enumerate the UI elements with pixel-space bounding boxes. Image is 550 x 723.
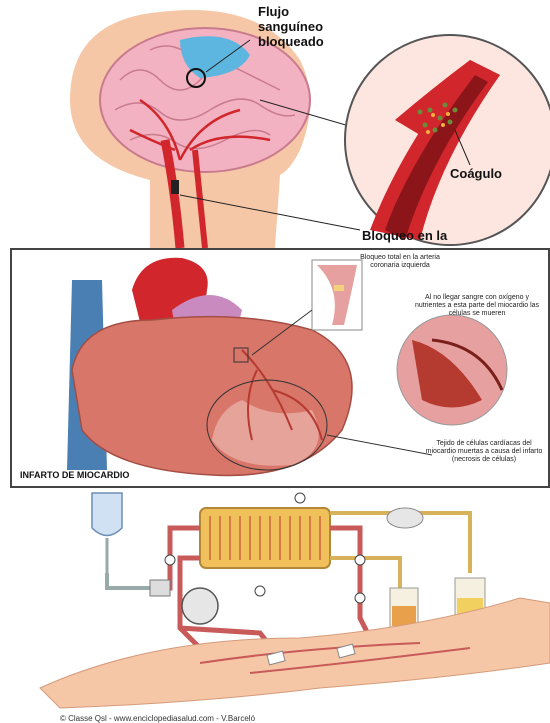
- iv-bag: [92, 493, 122, 536]
- blocked-flow-label: Flujo sanguíneo bloqueado: [258, 4, 324, 49]
- dialysis-illustration-panel: © Classe Qsl - www.enciclopediasalud.com…: [0, 488, 550, 723]
- tissue-label: Tejido de células cardíacas del miocardi…: [422, 440, 546, 464]
- block-label: Bloqueo en la: [362, 228, 447, 243]
- heart-illustration-panel: Bloqueo total en la arteria coronaria iz…: [10, 248, 550, 488]
- heart-panel-title: INFARTO DE MIOCARDIO: [20, 470, 129, 480]
- stroke-illustration-panel: Flujo sanguíneo bloqueado Coágulo Bloque…: [0, 0, 550, 248]
- neck-blockage: [171, 180, 179, 194]
- dialysis-illustration: [0, 488, 550, 723]
- clot-label: Coágulo: [450, 166, 502, 181]
- blocked-flow-line-2: sanguíneo: [258, 19, 324, 34]
- blocked-flow-line-3: bloqueado: [258, 34, 324, 49]
- blocked-flow-line-1: Flujo: [258, 4, 324, 19]
- pump: [182, 588, 218, 624]
- total-block-label: Bloqueo total en la arteria coronaria iz…: [360, 254, 440, 270]
- arm: [40, 598, 550, 708]
- no-blood-label: Al no llegar sangre con oxígeno y nutrie…: [412, 294, 542, 318]
- chamber: [387, 508, 423, 528]
- image-credit: © Classe Qsl - www.enciclopediasalud.com…: [60, 714, 255, 723]
- connector: [150, 580, 170, 596]
